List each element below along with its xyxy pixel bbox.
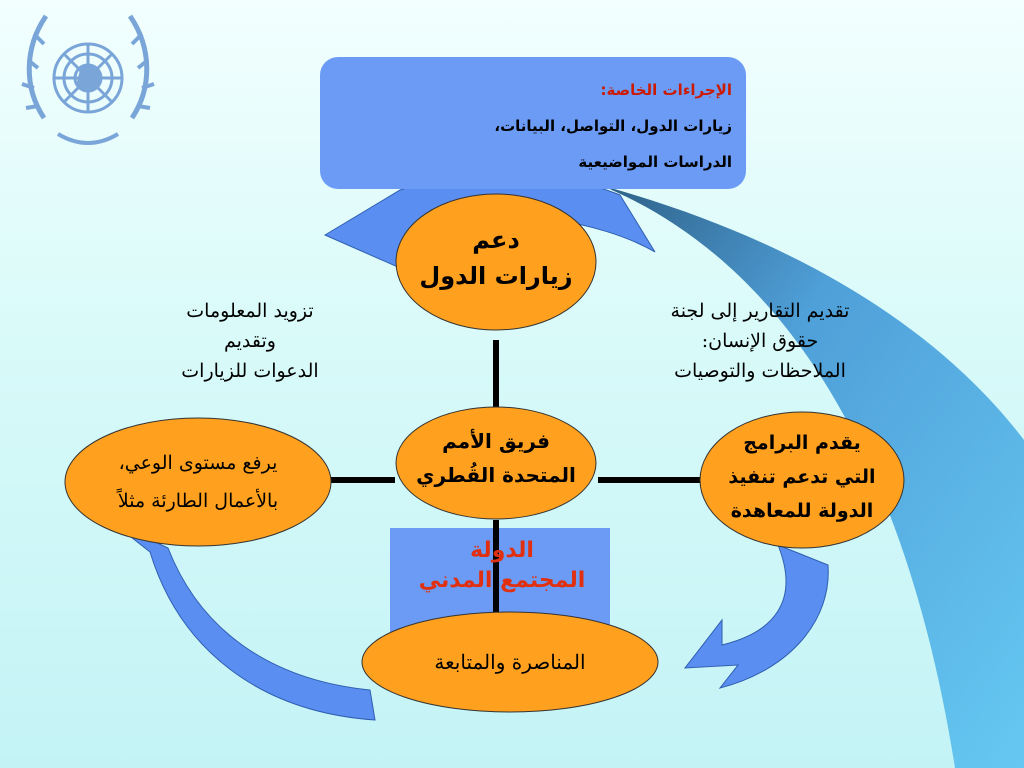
side-text-left: تزويد المعلومات وتقديم الدعوات للزيارات [140,296,360,386]
oval-center-line1: فريق الأمم [442,429,550,453]
side-left-line2: وتقديم [224,330,276,352]
oval-center-label: فريق الأمم المتحدة القُطري [396,424,596,492]
oval-left-line1: يرفع مستوى الوعي، [118,452,278,474]
side-text-right: تقديم التقارير إلى لجنة حقوق الإنسان: ال… [630,296,890,386]
decorative-swoosh [600,185,1024,768]
arrow-left [111,521,376,721]
oval-right-line2: التي تدعم تنفيذ [728,466,876,488]
oval-right-label: يقدم البرامج التي تدعم تنفيذ الدولة للمع… [702,426,902,528]
side-left-line1: تزويد المعلومات [186,300,314,322]
civil-society-line2: المجتمع المدني [418,568,586,593]
un-emblem-icon [21,14,155,145]
oval-top-line2: زيارات الدول [419,262,573,290]
side-right-line3: الملاحظات والتوصيات [674,360,846,382]
oval-left-line2: بالأعمال الطارئة مثلاً [117,490,279,512]
oval-top-line1: دعم [472,226,520,254]
oval-top-label: دعم زيارات الدول [396,222,596,294]
arrow-right [683,544,829,689]
special-procedures-text: الإجراءات الخاصة: زيارات الدول، التواصل،… [312,72,732,180]
oval-center [395,406,597,520]
side-left-line3: الدعوات للزيارات [181,360,319,382]
oval-bottom-label: المناصرة والمتابعة [362,644,658,680]
oval-right-line3: الدولة للمعاهدة [730,500,874,522]
special-procedures-box [320,57,746,189]
oval-right-line1: يقدم البرامج [743,432,861,454]
oval-center-line2: المتحدة القُطري [416,463,576,487]
side-right-line1: تقديم التقارير إلى لجنة [670,300,850,322]
side-right-line2: حقوق الإنسان: [701,330,819,352]
civil-society-label: الدولة المجتمع المدني [396,536,608,596]
special-procedures-heading: الإجراءات الخاصة: [600,81,732,99]
civil-society-line1: الدولة [470,538,534,563]
oval-left [64,417,332,547]
oval-bottom-line1: المناصرة والمتابعة [434,650,586,674]
oval-top [395,193,597,331]
oval-left-label: يرفع مستوى الوعي، بالأعمال الطارئة مثلاً [70,444,326,520]
oval-bottom [361,611,659,713]
oval-right [699,411,905,549]
special-procedures-line2: الدراسات المواضيعية [578,153,732,171]
special-procedures-line1: زيارات الدول، التواصل، البيانات، [494,117,732,135]
